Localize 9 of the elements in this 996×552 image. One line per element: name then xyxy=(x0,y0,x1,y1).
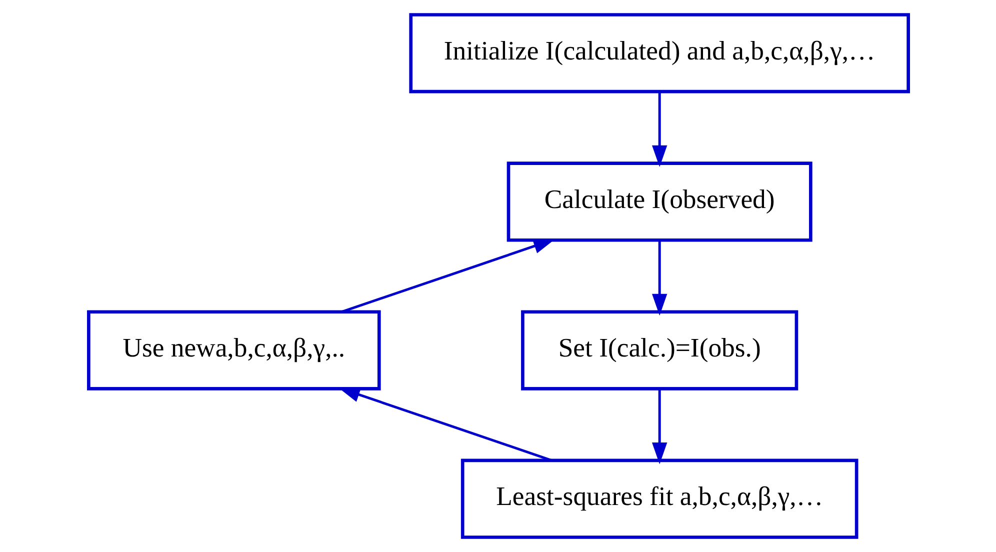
node-box: Calculate I(observed) xyxy=(506,162,812,242)
node-box: Use newa,b,c,α,β,γ,.. xyxy=(86,310,380,390)
arrow xyxy=(651,240,667,316)
node-box: Initialize I(calculated) and a,b,c,α,β,γ,… xyxy=(408,13,910,94)
arrow xyxy=(651,92,667,168)
node-box: Least-squares fit a,b,c,α,β,γ,… xyxy=(460,458,858,539)
arrow xyxy=(651,389,667,464)
node-box: Set I(calc.)=I(obs.) xyxy=(520,310,798,390)
arrow xyxy=(340,238,555,314)
